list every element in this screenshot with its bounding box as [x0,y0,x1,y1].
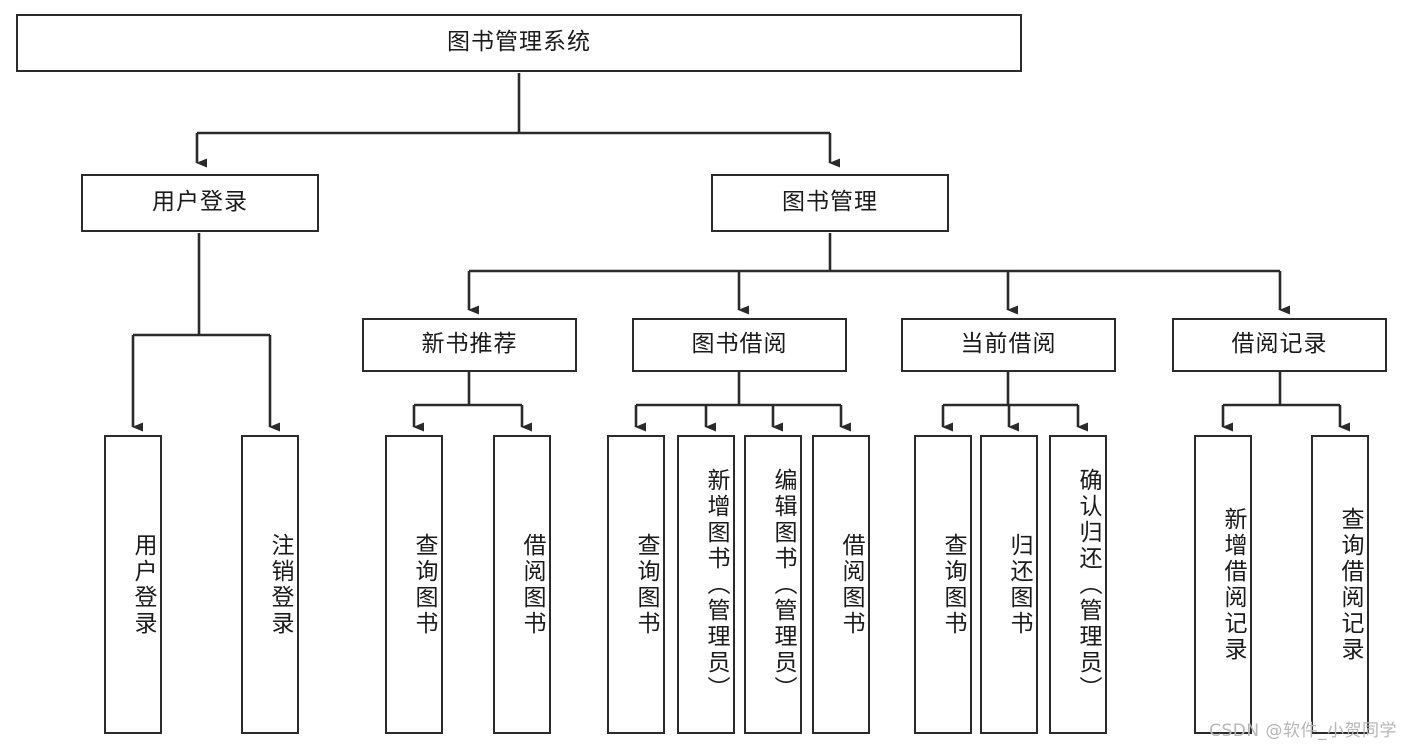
node-label: 当前借阅 [960,331,1057,358]
leaf-new-book-borrow[interactable]: 借阅图书 [493,435,551,734]
node-new-book-recommend[interactable]: 新书推荐 [362,318,577,372]
node-user-login[interactable]: 用户登录 [81,174,319,232]
node-label: 借阅记录 [1231,331,1328,358]
leaf-current-borrow-return[interactable]: 归还图书 [980,435,1038,734]
node-label: 图书借阅 [691,331,788,358]
node-label: 图书管理系统 [447,29,591,56]
leaf-new-book-query[interactable]: 查询图书 [385,435,443,734]
node-label: 图书管理 [782,189,878,216]
node-book-borrow[interactable]: 图书借阅 [632,318,847,372]
node-root-book-management-system[interactable]: 图书管理系统 [16,14,1022,72]
node-label: 编辑图书（管理员） [770,467,796,702]
node-label: 查询图书 [411,532,437,637]
leaf-user-login-logout[interactable]: 注销登录 [241,435,299,734]
leaf-current-borrow-confirm-admin[interactable]: 确认归还（管理员） [1049,435,1107,734]
node-label: 新增借阅记录 [1220,506,1246,663]
node-book-management[interactable]: 图书管理 [711,174,949,232]
node-label: 用户登录 [130,532,156,637]
node-label: 确认归还（管理员） [1075,467,1101,702]
node-label: 借阅图书 [519,532,545,637]
node-label: 用户登录 [152,189,248,216]
leaf-book-borrow-query[interactable]: 查询图书 [607,435,665,734]
node-label: 查询图书 [633,532,659,637]
leaf-book-borrow-borrow[interactable]: 借阅图书 [812,435,870,734]
node-borrow-record[interactable]: 借阅记录 [1172,318,1387,372]
node-label: 新增图书（管理员） [703,467,729,702]
leaf-borrow-record-query[interactable]: 查询借阅记录 [1311,435,1369,734]
node-label: 注销登录 [267,532,293,637]
node-label: 查询图书 [940,532,966,637]
leaf-borrow-record-add[interactable]: 新增借阅记录 [1194,435,1252,734]
leaf-book-borrow-edit-admin[interactable]: 编辑图书（管理员） [744,435,802,734]
node-current-borrow[interactable]: 当前借阅 [901,318,1116,372]
leaf-book-borrow-add-admin[interactable]: 新增图书（管理员） [677,435,735,734]
node-label: 查询借阅记录 [1337,506,1363,663]
leaf-user-login-login[interactable]: 用户登录 [104,435,162,734]
node-label: 归还图书 [1006,532,1032,637]
node-label: 借阅图书 [838,532,864,637]
node-label: 新书推荐 [421,331,518,358]
leaf-current-borrow-query[interactable]: 查询图书 [914,435,972,734]
